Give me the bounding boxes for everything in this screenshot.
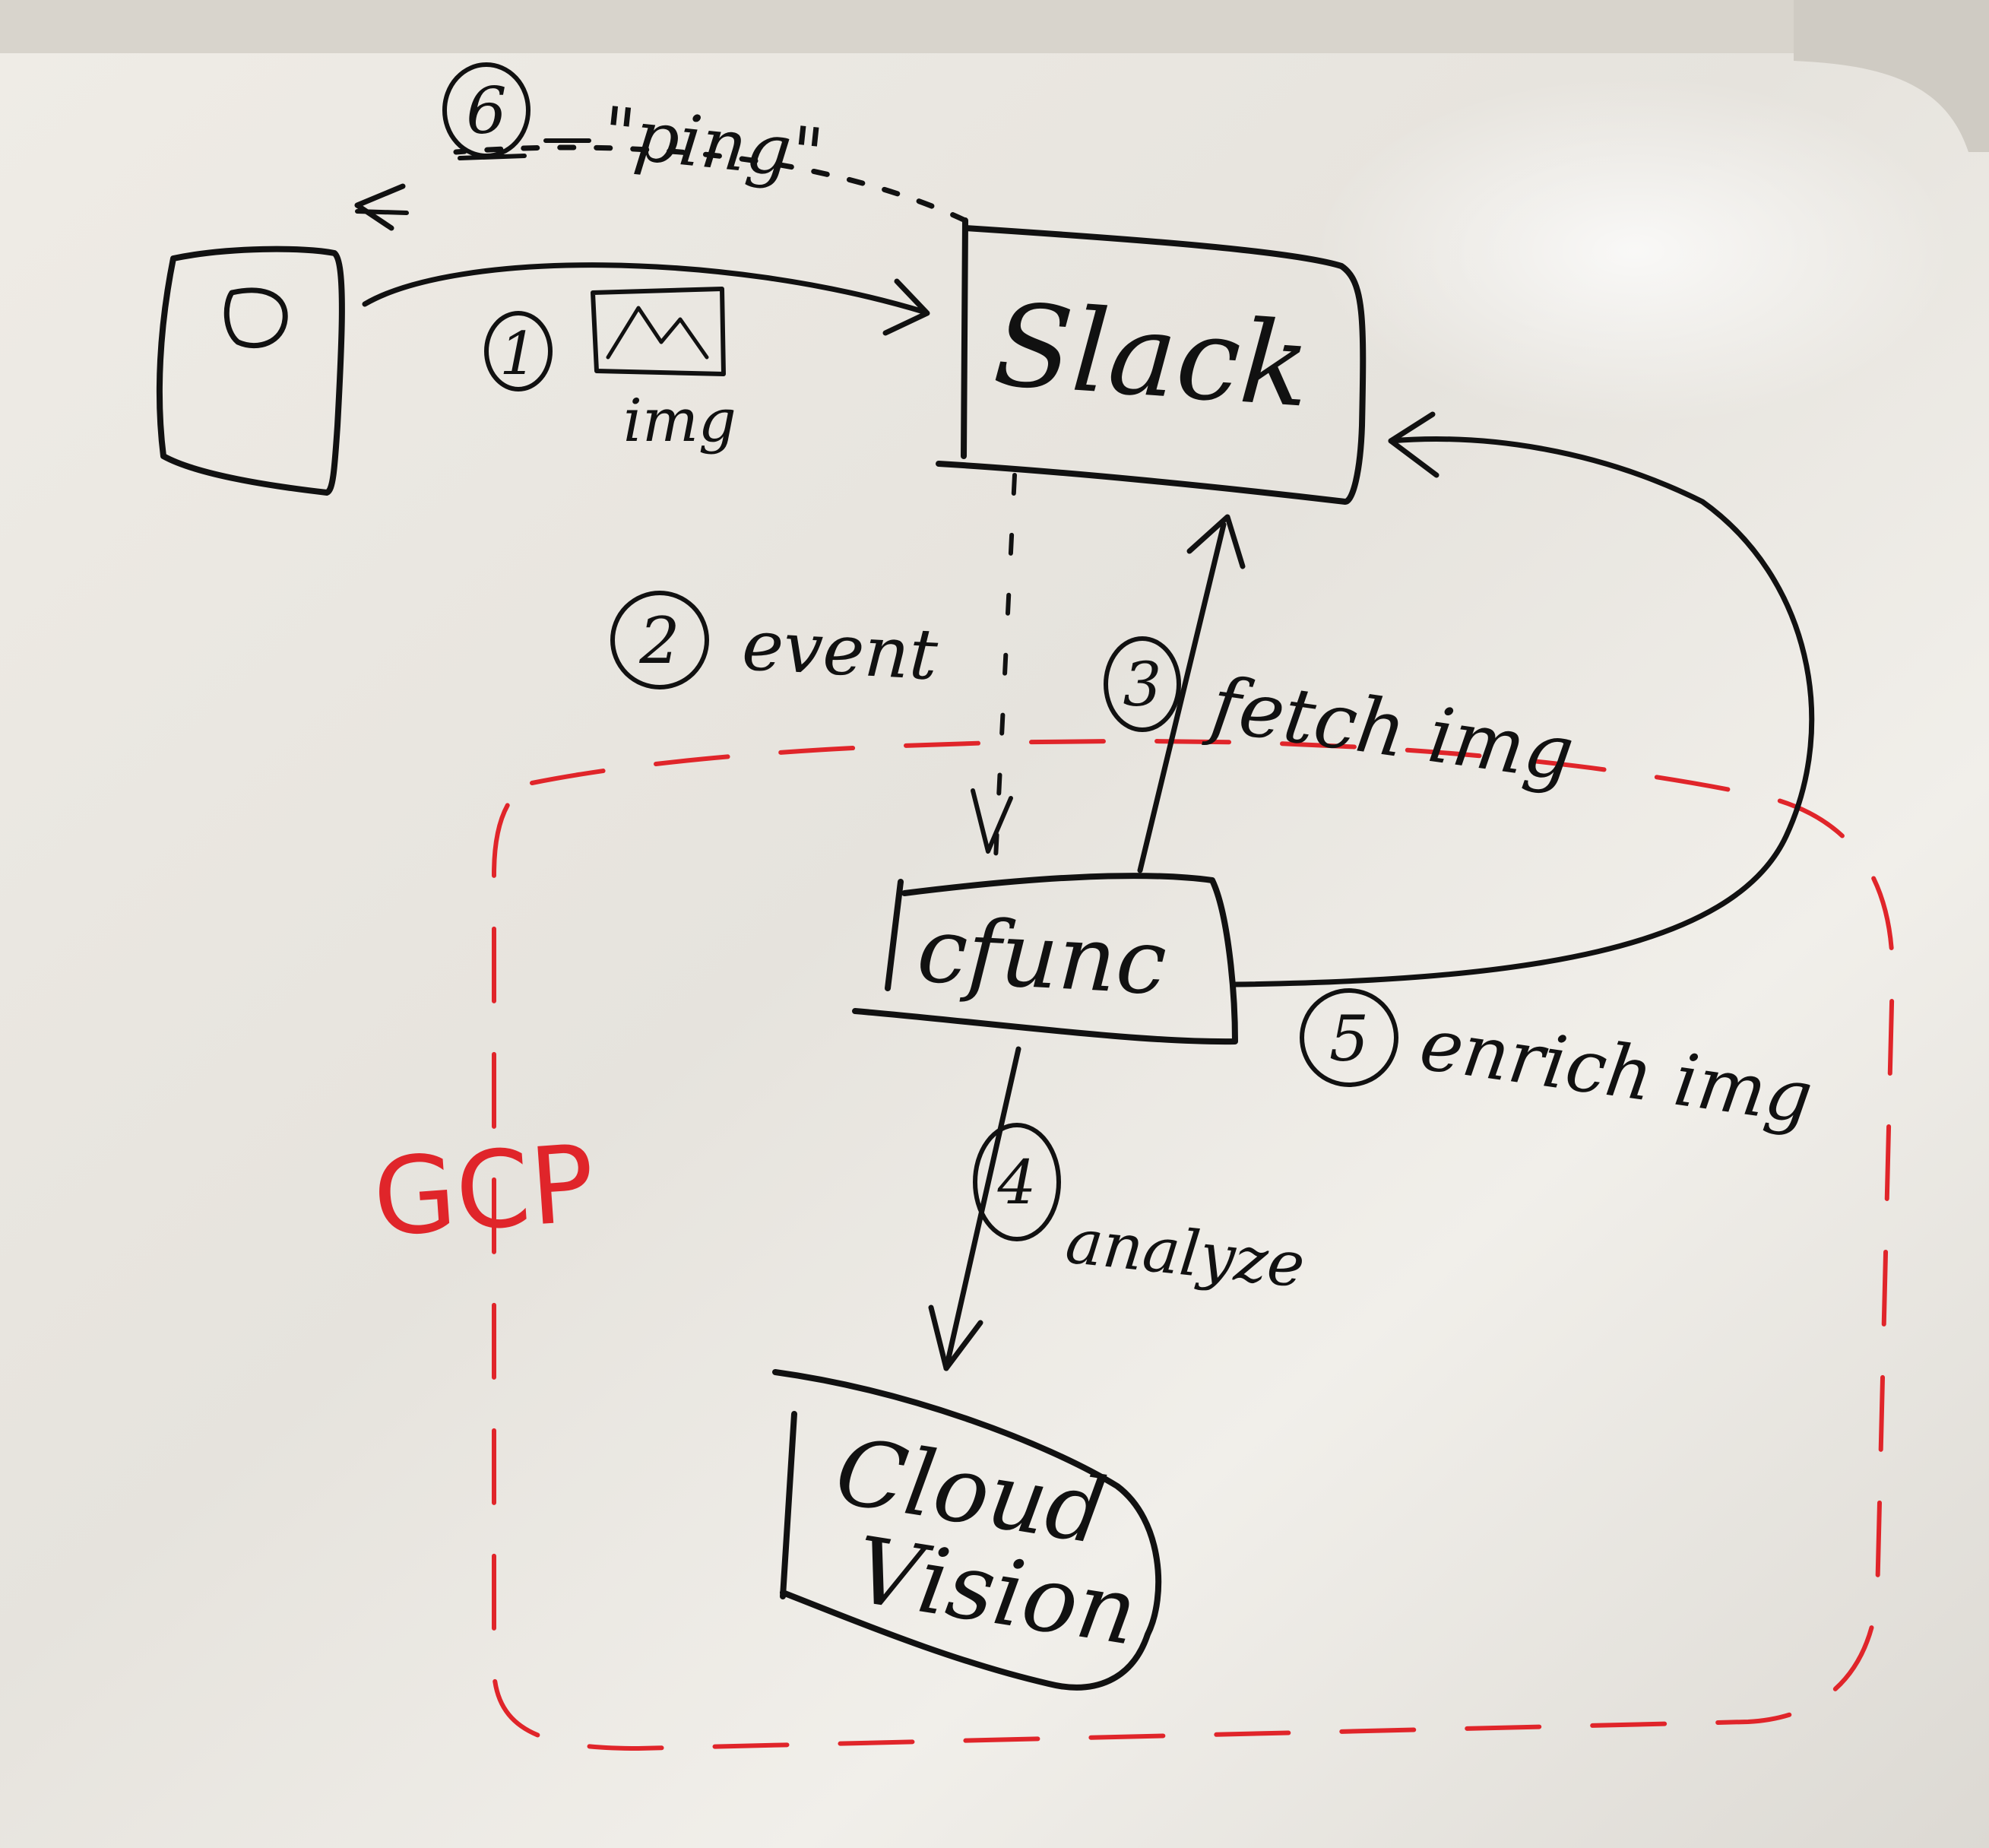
step-2-circle	[610, 591, 709, 689]
step-4-circle	[973, 1123, 1061, 1241]
step-2-number: 2	[638, 604, 679, 678]
step-5-number: 5	[1329, 1003, 1369, 1076]
phone-node	[156, 246, 345, 496]
step-1-label: img	[623, 387, 736, 455]
board-top-rim	[0, 0, 1989, 53]
arrow-step-4	[928, 1046, 1021, 1371]
step-6-underline	[458, 138, 591, 160]
cfunc-node	[852, 873, 1238, 1045]
step-6-number: 6	[466, 74, 506, 148]
cloud-vision-node	[772, 1369, 1162, 1691]
step-1-circle	[484, 311, 553, 391]
slack-node	[936, 217, 1367, 505]
board-corner-edge	[1794, 0, 1989, 152]
light-glare	[1315, 76, 1953, 426]
step-5-circle	[1300, 988, 1398, 1087]
image-icon	[591, 287, 726, 376]
arrow-step-2	[971, 473, 1017, 861]
slack-label: Slack	[990, 279, 1313, 433]
step-2-label: event	[740, 604, 940, 696]
arrow-step-3	[1137, 514, 1246, 873]
step-3-number: 3	[1123, 649, 1162, 720]
gcp-region-boundary	[492, 739, 1895, 1751]
cfunc-label: cfunc	[915, 897, 1170, 1015]
phone-home-button	[223, 287, 288, 348]
step-1-number: 1	[499, 320, 537, 388]
arrow-step-1	[362, 262, 930, 336]
arrow-step-5	[1232, 411, 1815, 987]
step-4-number: 4	[997, 1147, 1037, 1218]
arrow-step-6	[354, 144, 968, 231]
gcp-label: GCP	[369, 1122, 598, 1261]
step-3-circle	[1104, 636, 1181, 732]
